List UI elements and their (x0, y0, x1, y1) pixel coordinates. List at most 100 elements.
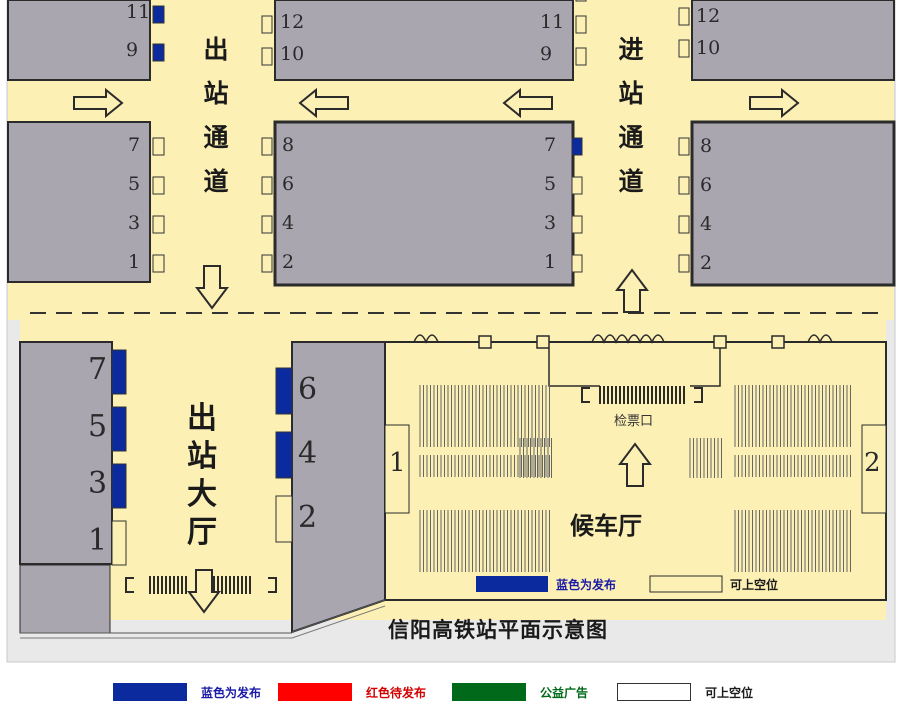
panel-row2-left-5 (152, 176, 165, 195)
block-row2-right (690, 120, 896, 287)
number-row2-right-8: 8 (700, 135, 713, 157)
number-row2-midleft-4: 4 (282, 212, 295, 234)
panel-top-right-12 (678, 7, 690, 26)
number-waiting-side-left: 1 (389, 448, 406, 478)
exit-corridor-text-char-0: 出 (203, 35, 229, 64)
number-row2-midright-1: 1 (544, 251, 557, 273)
block-hall-left-lower (19, 564, 111, 634)
ticket-gate-barrier (599, 386, 685, 404)
arrow-right-2 (749, 87, 800, 119)
number-hall-mid-4: 4 (298, 436, 318, 471)
panel-top-midleft-12 (261, 15, 273, 34)
legend-label-0: 蓝色为发布 (201, 685, 262, 700)
number-row2-midright-3: 3 (544, 212, 557, 234)
arrow-left-1 (298, 87, 349, 119)
exit-hall-text: 出站大厅 (182, 400, 222, 552)
panel-top-left-11 (152, 5, 165, 24)
waiting-hall-label: 候车厅 (570, 512, 642, 540)
arrow-right-1 (73, 87, 124, 119)
number-row2-right-6: 6 (700, 174, 713, 196)
panel-hall-left-3 (111, 463, 127, 509)
exit-corridor-label: 出站通道 (196, 28, 236, 204)
panel-row2-right-4 (678, 215, 690, 234)
arrow-down-1 (195, 265, 229, 310)
legend-swatch-2 (452, 683, 526, 701)
number-hall-left-1: 1 (88, 523, 108, 558)
exit-corridor-text-char-3: 道 (203, 167, 229, 196)
number-row2-left-7: 7 (128, 134, 141, 156)
panel-row2-midright-5 (571, 176, 583, 195)
entry-corridor-text-char-1: 站 (618, 79, 644, 108)
panel-row2-right-6 (678, 176, 690, 195)
number-row2-midleft-6: 6 (282, 173, 295, 195)
exit-hall-label: 出站大厅 (182, 400, 222, 552)
exit-corridor-text-char-2: 通 (203, 123, 229, 152)
number-top-left-9: 9 (126, 39, 139, 61)
exit-hall-text-char-1: 站 (187, 439, 217, 474)
block-top-right (691, 0, 895, 81)
panel-top-midleft-10 (261, 47, 273, 66)
panel-row2-midright-1 (571, 254, 583, 273)
block-top-left (7, 0, 151, 81)
panel-row2-left-7 (152, 137, 165, 156)
inner-legend-blue-swatch (476, 576, 548, 592)
number-top-left-11: 11 (126, 1, 151, 23)
panel-top-midright-11 (575, 15, 587, 34)
block-top-mid (274, 0, 574, 81)
legend-label-3: 可上空位 (705, 685, 754, 700)
number-row2-right-4: 4 (700, 213, 713, 235)
ticket-gate-label: 检票口 (614, 414, 654, 429)
arrow-left-2 (502, 87, 553, 119)
panel-row2-midleft-6 (261, 176, 273, 195)
legend-swatch-1 (278, 683, 352, 701)
number-row2-midleft-2: 2 (282, 251, 295, 273)
panel-top-midright-13 (575, 0, 587, 2)
inner-legend-empty-swatch (649, 575, 723, 593)
arrow-up-1 (615, 268, 649, 313)
number-top-right-12: 12 (696, 5, 721, 27)
entry-corridor-label: 进站通道 (611, 28, 651, 204)
panel-row2-left-1 (152, 254, 165, 273)
number-row2-midright-7: 7 (544, 134, 557, 156)
exit-corridor-text-char-1: 站 (203, 79, 229, 108)
panel-row2-left-3 (152, 215, 165, 234)
seating-rows (419, 385, 851, 572)
panel-row2-midleft-2 (261, 254, 273, 273)
legend-item-1: 红色待发布 (278, 683, 426, 701)
panel-row2-midright-3 (571, 215, 583, 234)
number-hall-left-3: 3 (88, 466, 108, 501)
panel-row2-midright-7 (571, 137, 583, 156)
number-top-midright-11: 11 (540, 11, 565, 33)
legend-swatch-0 (113, 683, 187, 701)
number-hall-left-5: 5 (88, 409, 108, 444)
waiting-side-box-left (384, 424, 410, 514)
number-top-right-10: 10 (696, 37, 721, 59)
block-row2-left (7, 121, 151, 283)
panel-row2-midleft-4 (261, 215, 273, 234)
inner-legend-empty-label: 可上空位 (730, 578, 779, 592)
legend-swatch-3 (617, 683, 691, 701)
entry-corridor-text-char-0: 进 (618, 35, 644, 64)
arrow-up-2 (618, 442, 652, 487)
number-top-midleft-10: 10 (280, 43, 305, 65)
legend-item-3: 可上空位 (617, 683, 753, 701)
exit-gate-barrier (149, 576, 251, 594)
number-top-midright-13: 13 (540, 0, 564, 1)
panel-top-midright-9 (575, 47, 587, 66)
panel-top-left-9 (152, 43, 165, 62)
block-hall-left (19, 341, 113, 565)
exit-corridor-text: 出站通道 (196, 28, 236, 204)
legend-item-0: 蓝色为发布 (113, 683, 261, 701)
entry-corridor-text-char-2: 通 (618, 123, 644, 152)
number-top-midright-9: 9 (540, 43, 553, 65)
entry-corridor-text-char-3: 道 (618, 167, 644, 196)
gate-turnstiles (413, 334, 833, 344)
diagram-title: 信阳高铁站平面示意图 (388, 618, 608, 642)
number-row2-right-2: 2 (700, 252, 713, 274)
arrow-down-2 (187, 569, 221, 614)
flow-arrows (73, 87, 800, 614)
block-row2-mid (273, 120, 575, 287)
number-row2-left-1: 1 (128, 251, 141, 273)
number-top-midleft-12: 12 (280, 11, 305, 33)
